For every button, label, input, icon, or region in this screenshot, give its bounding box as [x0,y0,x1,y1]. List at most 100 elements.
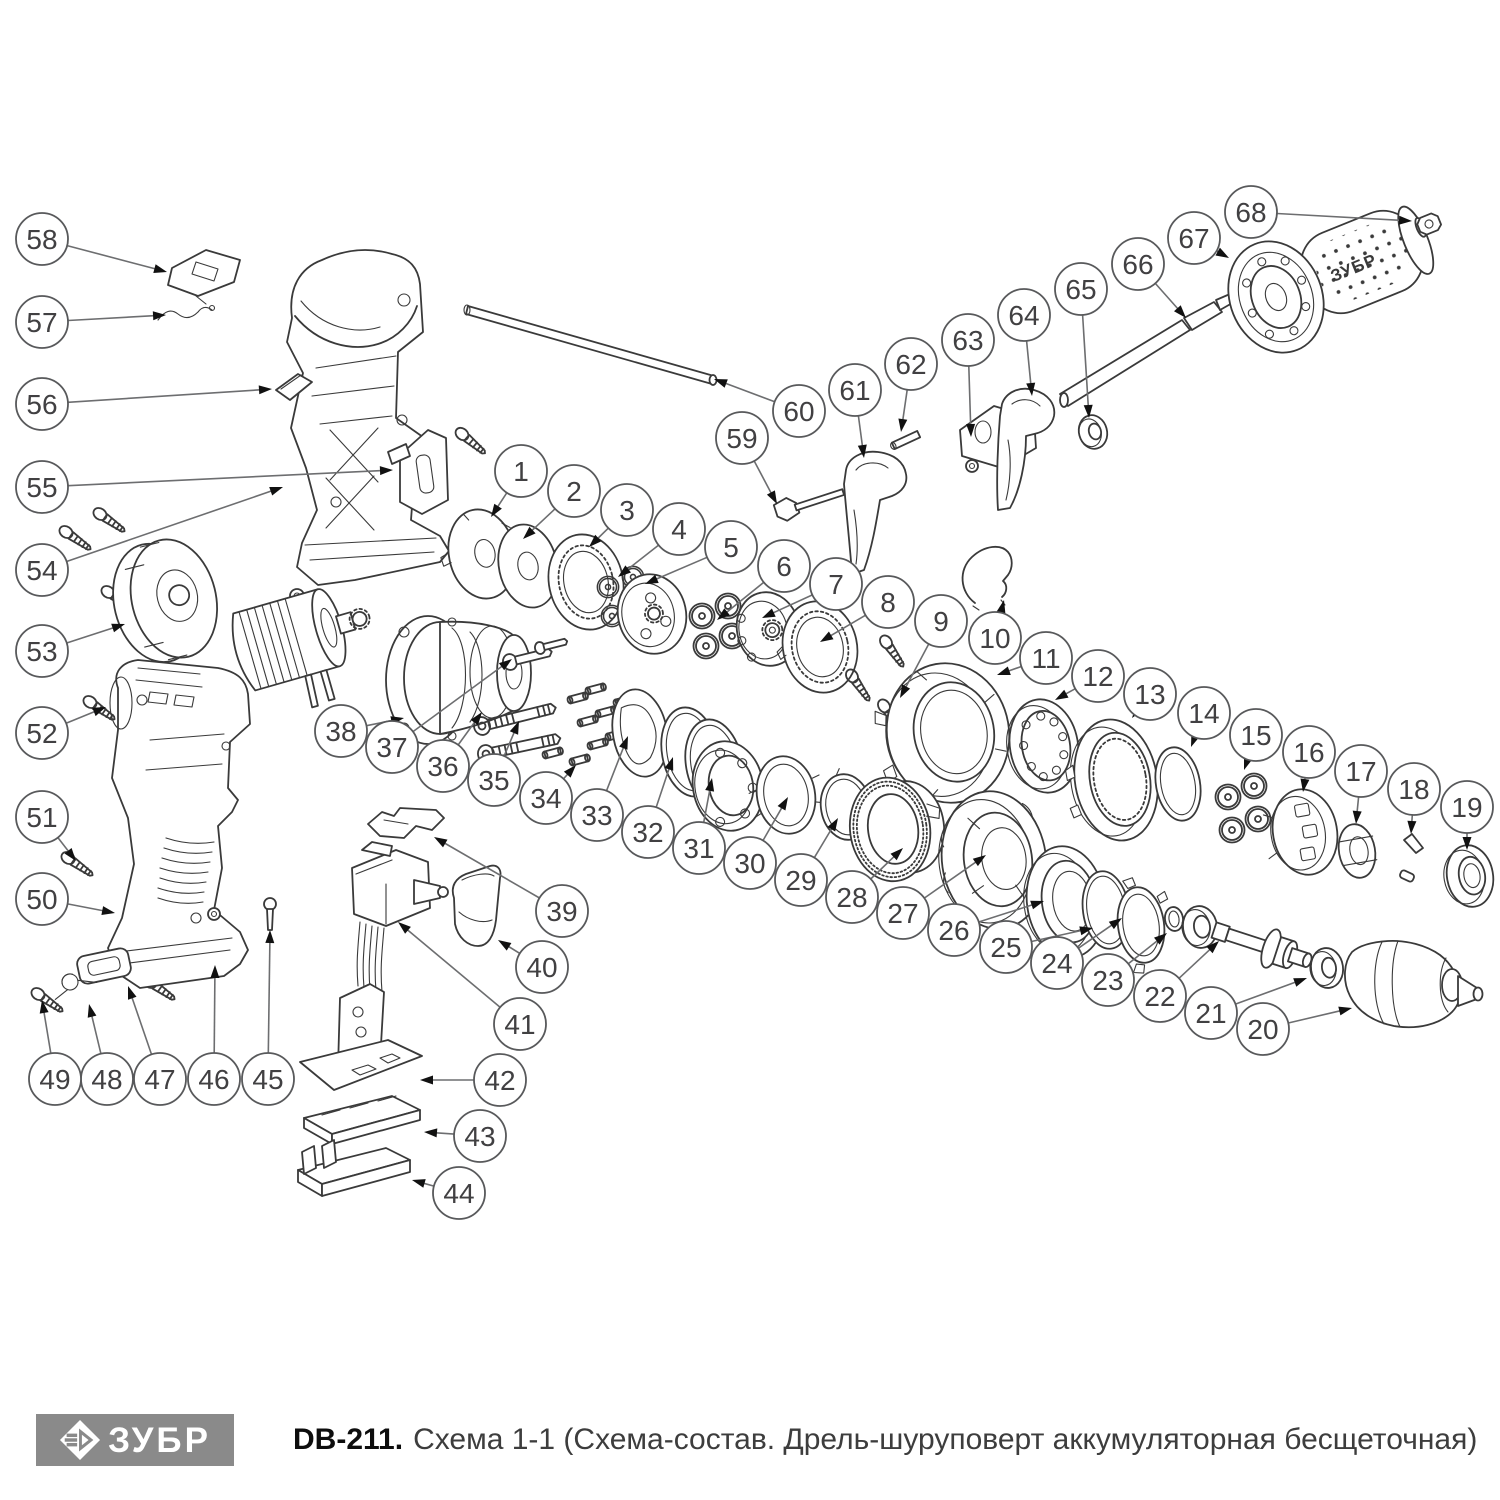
part-trigger-switch [351,841,449,993]
leader-arrowhead [645,574,659,584]
callout-number: 8 [880,587,896,618]
leader-line [770,594,813,615]
leader-line [605,745,626,792]
leader-arrowhead [1108,918,1122,930]
callout-number: 5 [723,532,739,563]
part-push-pin [263,897,277,931]
callout-number: 49 [39,1064,70,1095]
leader-arrowhead [890,848,903,861]
leader-arrowhead [857,444,867,458]
callout-number: 22 [1144,981,1175,1012]
callout-circle [535,884,589,938]
leader-arrowhead [258,385,272,395]
leader-line [923,860,979,899]
leader-arrowhead [1338,1006,1352,1016]
part-ring-gear-3 [1065,718,1159,842]
leader-arrowhead [39,1000,49,1014]
callout-number: 13 [1134,679,1165,710]
callout-number: 19 [1451,792,1482,823]
callout-number: 34 [530,783,561,814]
part-clamp-lever-2 [996,387,1056,511]
callout-circle [15,872,69,926]
callout-circle [774,853,828,907]
callout-circle [15,706,69,760]
leader-arrowhead [1083,404,1093,418]
model-number: DB-211. [293,1423,404,1456]
callout-circle [1081,953,1135,1007]
callout-number: 60 [783,396,814,427]
leader-arrowhead [379,466,393,476]
leader-arrowhead [717,608,730,620]
leader-line [503,729,516,757]
callout-circle [1123,667,1177,721]
leader-line [653,556,708,581]
leader-line [457,719,477,746]
part-cam-plate [611,688,669,778]
callout-circle [723,836,777,890]
callout-number: 11 [1031,643,1060,674]
callout-circle [15,624,69,678]
callout-circle [757,539,811,593]
leader-line [702,787,711,823]
callout-number: 51 [26,802,57,833]
callout-circle [1019,631,1073,685]
logo-text: ЗУБР [108,1420,211,1460]
leader-arrowhead [827,818,838,832]
callout-number: 35 [478,765,509,796]
callout-number: 25 [990,932,1021,963]
leader-arrowhead [210,965,220,978]
zubr-logo: ЗУБР [36,1414,234,1466]
footer: ЗУБР DB-211. Схема 1-1 (Схема-состав. Др… [0,1405,1500,1500]
leader-arrowhead [87,1004,97,1018]
leader-line [655,766,671,808]
leader-arrowhead [498,659,512,671]
callout-number: 12 [1082,661,1113,692]
leader-line [66,626,116,644]
callout-number: 38 [325,716,356,747]
callout-circle [941,313,995,367]
part-bearing-front [1181,905,1218,949]
callout-circle [187,1052,241,1106]
callout-circle [884,337,938,391]
leader-arrowhead [898,418,908,432]
callout-number: 10 [979,623,1010,654]
leader-line [67,314,157,322]
callout-circle [519,771,573,825]
part-handle-washer [1077,414,1109,450]
callout-circle [876,886,930,940]
leader-arrowhead [92,707,106,717]
leader-line [67,388,263,404]
diagram-title: Схема 1-1 (Схема-состав. Дрель-шуруповер… [413,1423,1478,1456]
callout-number: 43 [464,1121,495,1152]
leader-arrowhead [972,855,986,867]
callout-number: 31 [683,833,714,864]
leader-line [1276,212,1403,222]
callout-circle [467,753,521,807]
part-side-handle: ЗУБР [1227,205,1435,354]
leader-arrowhead [1026,382,1036,396]
leader-arrowhead [398,922,411,934]
leader-arrowhead [1154,933,1167,945]
callout-bubbles: 1234567891011121314151617181920212223242… [15,185,1494,1220]
callout-number: 55 [26,472,57,503]
leader-line [724,581,765,615]
callout-number: 45 [252,1064,283,1095]
leader-arrowhead [1352,810,1362,824]
part-latch-spring [54,973,98,1000]
part-latch-button [76,947,132,985]
leader-line [1154,282,1180,312]
callout-circle [28,1052,82,1106]
part-spindle-bearing [1309,947,1344,989]
leader-arrowhead [589,534,602,547]
part-chuck [1344,940,1484,1029]
callout-circle [621,805,675,859]
part-depth-rod [463,304,718,386]
part-button-plate [167,249,241,305]
leader-line [66,489,274,563]
leader-line [405,927,501,1008]
callout-circle [704,520,758,574]
callout-number: 64 [1008,300,1039,331]
callout-circle [365,720,419,774]
leader-arrowhead [1300,778,1310,792]
